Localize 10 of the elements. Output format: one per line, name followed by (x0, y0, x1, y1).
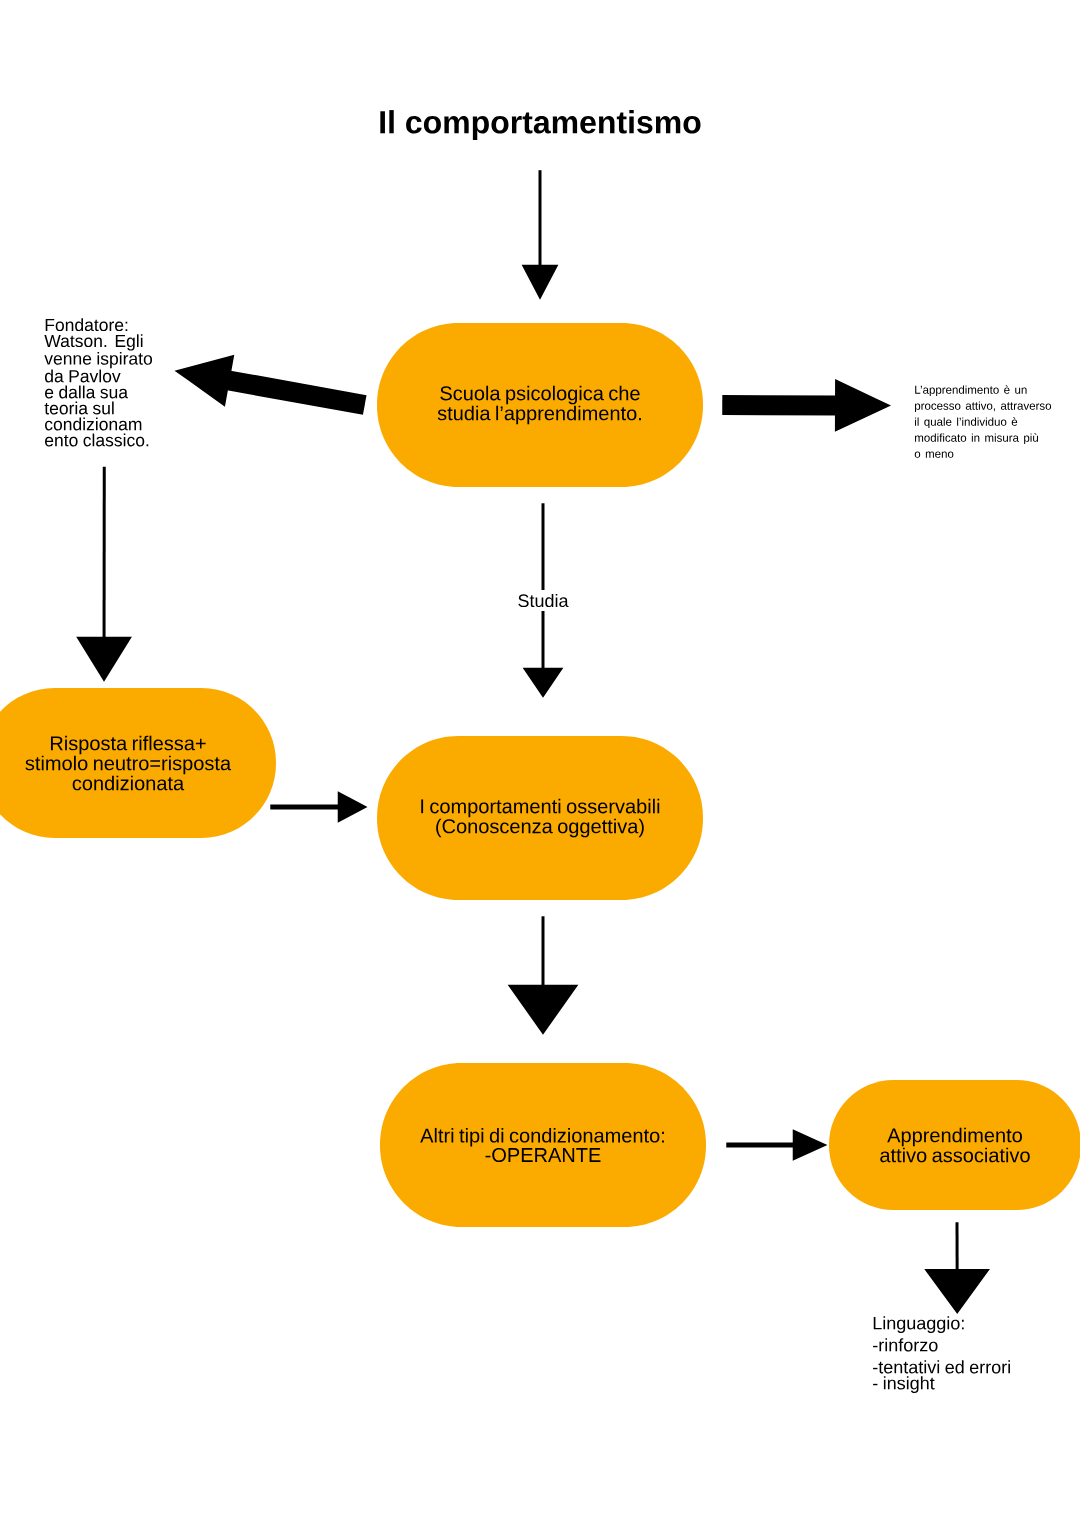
pill-box: I comportamenti osservabili (Conoscenza oggettiva) (377, 736, 703, 900)
note-text: Linguaggio: -rinforzo -tentativi ed errori - insight (873, 1316, 1010, 1394)
pill-box: Risposta riflessa+ stimolo neutro=risposta condizionata (0, 688, 276, 838)
note-text: L’apprendimento è un processo attivo, attraverso il quale l’individuo è modificato in misura più o meno (914, 385, 1052, 458)
pill-box: Scuola psicologica che studia l’apprendimento. (377, 323, 703, 487)
title: Il comportamentismo (380, 110, 701, 140)
pill-box: Apprendimento attivo associativo (829, 1080, 1080, 1210)
edge-label: Studia (513, 589, 573, 612)
note-text: Fondatore: Watson. Egli venne ispirato da Pavlov e dalla sua teoria sul condizionam ento classico. (44, 318, 152, 447)
pill-box: Altri tipi di condizionamento: -OPERANTE (380, 1063, 706, 1227)
